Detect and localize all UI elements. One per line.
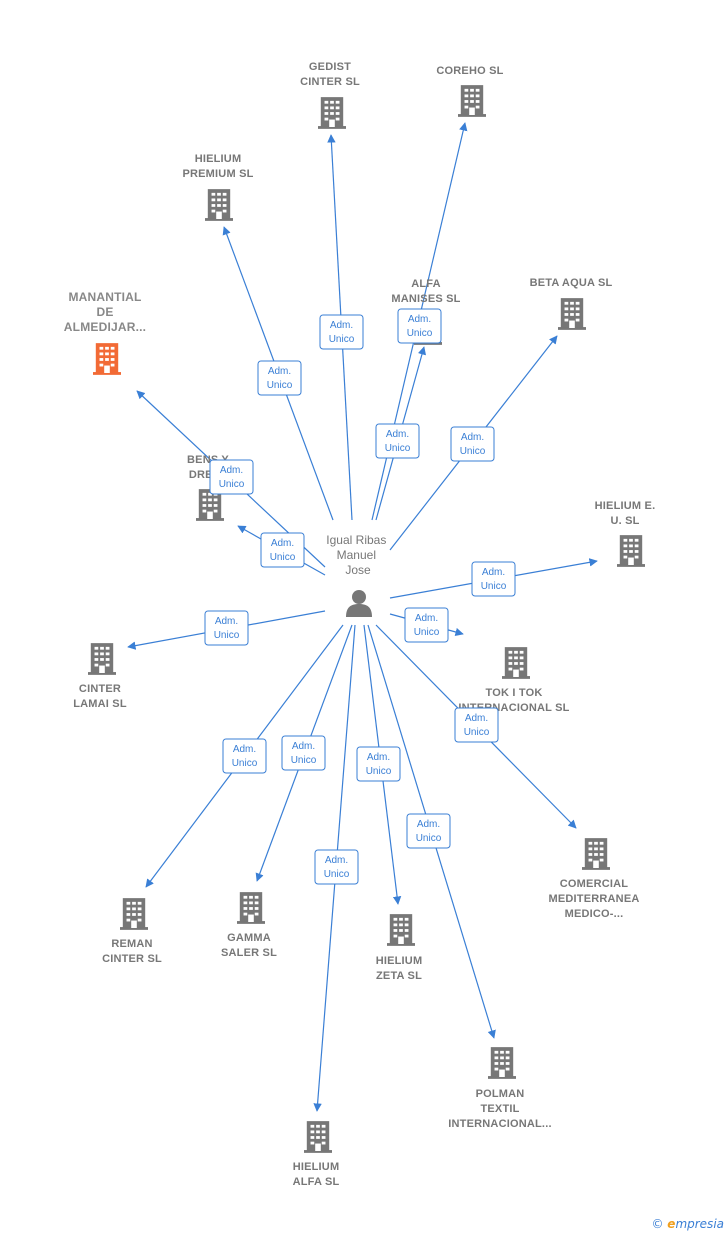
edge-label-reman-cinter[interactable]: Adm.Unico xyxy=(222,738,267,774)
building-icon xyxy=(558,298,586,330)
building-icon xyxy=(304,1121,332,1153)
center-person[interactable]: Igual Ribas Manuel Jose xyxy=(326,533,389,617)
svg-text:Adm.Unico: Adm.Unico xyxy=(232,744,258,769)
edge-label-cinter-lamai[interactable]: Adm.Unico xyxy=(204,610,249,646)
building-icon xyxy=(617,535,645,567)
edge-labels-layer: Adm.UnicoAdm.UnicoAdm.UnicoAdm.UnicoAdm.… xyxy=(204,308,516,885)
svg-text:Adm.Unico: Adm.Unico xyxy=(329,320,355,345)
node-coreho[interactable]: COREHO SL xyxy=(436,65,503,117)
edge-label-hielium-alfa[interactable]: Adm.Unico xyxy=(314,849,359,885)
node-label: HIELIUM E.U. SL xyxy=(595,500,656,527)
building-icon xyxy=(205,189,233,221)
svg-text:Adm.Unico: Adm.Unico xyxy=(414,613,440,638)
building-icon xyxy=(237,892,265,924)
edge-label-hielium-premium[interactable]: Adm.Unico xyxy=(257,360,302,396)
svg-text:Adm.Unico: Adm.Unico xyxy=(219,465,245,490)
edge-label-polman[interactable]: Adm.Unico xyxy=(406,813,451,849)
edge-label-coreho[interactable]: Adm.Unico xyxy=(397,308,442,344)
building-icon xyxy=(93,343,121,375)
building-icon xyxy=(488,1047,516,1079)
edge-label-bens-drets[interactable]: Adm.Unico xyxy=(260,532,305,568)
svg-text:Adm.Unico: Adm.Unico xyxy=(464,713,490,738)
svg-text:Adm.Unico: Adm.Unico xyxy=(366,752,392,777)
edge-label-alfa-manises[interactable]: Adm.Unico xyxy=(375,423,420,459)
brand-logo-e: e xyxy=(667,1217,676,1231)
person-label: Igual Ribas Manuel Jose xyxy=(326,533,389,577)
svg-text:Adm.Unico: Adm.Unico xyxy=(460,432,486,457)
edge-label-gamma-saler[interactable]: Adm.Unico xyxy=(281,735,326,771)
copyright-icon: © xyxy=(651,1217,664,1231)
edge-label-hielium-zeta[interactable]: Adm.Unico xyxy=(356,746,401,782)
svg-text:Adm.Unico: Adm.Unico xyxy=(407,314,433,339)
node-label: BETA AQUA SL xyxy=(530,277,613,289)
building-icon xyxy=(88,643,116,675)
svg-text:Adm.Unico: Adm.Unico xyxy=(385,429,411,454)
svg-text:Adm.Unico: Adm.Unico xyxy=(291,741,317,766)
building-icon xyxy=(502,647,530,679)
svg-text:Adm.Unico: Adm.Unico xyxy=(324,855,350,880)
building-icon xyxy=(120,898,148,930)
building-icon xyxy=(318,97,346,129)
building-icon xyxy=(458,85,486,117)
node-beta-aqua[interactable]: BETA AQUA SL xyxy=(530,277,613,330)
edge-label-manantial[interactable]: Adm.Unico xyxy=(209,459,254,495)
building-icon xyxy=(387,914,415,946)
edge-label-hielium-eu[interactable]: Adm.Unico xyxy=(471,561,516,597)
brand-logo-text: mpresia xyxy=(675,1217,724,1231)
edge-label-comercial[interactable]: Adm.Unico xyxy=(454,707,499,743)
node-hielium-eu[interactable]: HIELIUM E.U. SL xyxy=(595,500,656,567)
footer-brand: © empresia xyxy=(651,1217,724,1231)
edge-label-gedist[interactable]: Adm.Unico xyxy=(319,314,364,350)
person-icon xyxy=(346,590,372,617)
svg-text:Adm.Unico: Adm.Unico xyxy=(214,616,240,641)
building-icon xyxy=(582,838,610,870)
edge-label-beta-aqua[interactable]: Adm.Unico xyxy=(450,426,495,462)
node-label: COREHO SL xyxy=(436,65,503,77)
svg-text:Adm.Unico: Adm.Unico xyxy=(481,567,507,592)
edge-label-tok-i-tok[interactable]: Adm.Unico xyxy=(404,607,449,643)
svg-text:Adm.Unico: Adm.Unico xyxy=(267,366,293,391)
svg-text:Adm.Unico: Adm.Unico xyxy=(270,538,296,563)
svg-text:Adm.Unico: Adm.Unico xyxy=(416,819,442,844)
